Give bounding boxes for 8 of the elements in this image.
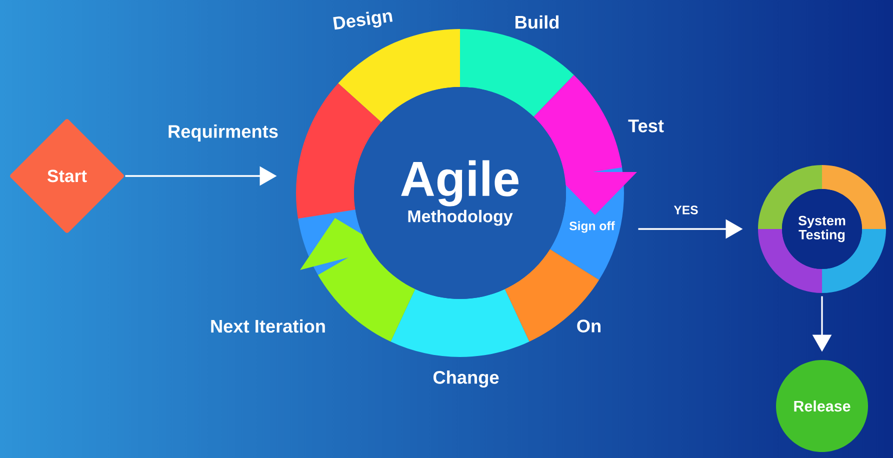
- edge-label: Requirments: [168, 124, 278, 142]
- segment-label: Sign off: [569, 221, 615, 233]
- testing-ring: System Testing: [758, 165, 886, 293]
- segment-label: Design: [333, 12, 392, 30]
- node-label: System Testing: [798, 216, 846, 242]
- segment-label: On: [577, 320, 600, 332]
- segment-label: Build: [516, 15, 558, 29]
- edge-label: YES: [674, 206, 698, 214]
